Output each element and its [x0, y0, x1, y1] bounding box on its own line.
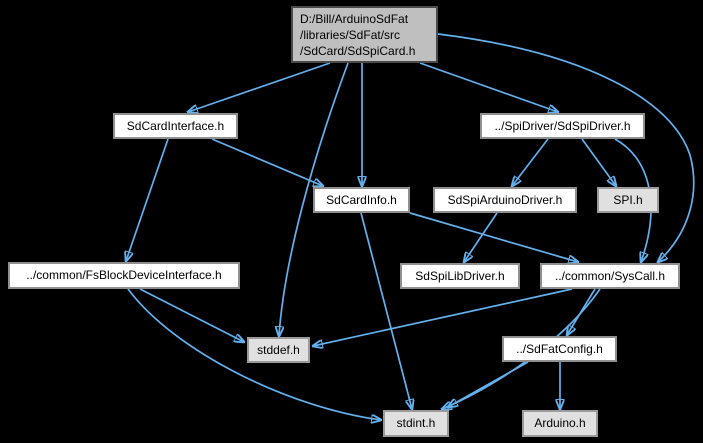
node-sdfatconfig-h[interactable]: ../SdFatConfig.h — [502, 336, 617, 362]
edge-fsblock-stdint — [127, 288, 381, 420]
node-sdcardinterface-h[interactable]: SdCardInterface.h — [113, 113, 238, 139]
edge-sdspiarduinodriver-sdspilib — [464, 212, 498, 262]
edge-fsblock-stddef — [139, 288, 244, 342]
edge-sdcardinterface-fsblock — [126, 138, 169, 261]
edge-root-syscall — [437, 33, 695, 262]
edge-root-stddef — [279, 62, 349, 336]
node-spi-h: SPI.h — [597, 187, 659, 213]
edge-sdcardinfo-stdint — [360, 212, 412, 409]
node-sdspiarduinodriver-h[interactable]: SdSpiArduinoDriver.h — [433, 187, 577, 213]
edge-root-sdspidriver — [419, 62, 558, 112]
edge-sdcardinterface-sdcardinfo — [211, 138, 323, 186]
node-sdspicard-h: D:/Bill/ArduinoSdFat /libraries/SdFat/sr… — [291, 6, 438, 63]
edge-sdfatconfig-stdint — [448, 361, 529, 407]
node-arduino-h: Arduino.h — [522, 410, 598, 437]
node-sdcardinfo-h[interactable]: SdCardInfo.h — [313, 187, 410, 213]
node-stddef-h: stddef.h — [247, 337, 310, 363]
edge-syscall-sdfatconfig — [567, 288, 596, 335]
edge-root-sdcardinterface — [188, 62, 331, 112]
edge-sdcardinfo-syscall — [409, 212, 578, 262]
node-stdint-h: stdint.h — [383, 410, 449, 437]
edge-sdspidriver-sdspiarduinodriver — [512, 138, 549, 186]
edge-sdspidriver-spi — [581, 138, 616, 186]
node-fsblockdeviceinterface-h[interactable]: ../common/FsBlockDeviceInterface.h — [8, 262, 240, 289]
node-syscall-h[interactable]: ../common/SysCall.h — [540, 263, 680, 289]
node-sdspilibdriver-h[interactable]: SdSpiLibDriver.h — [400, 263, 520, 289]
node-sdspidriver-h[interactable]: ../SpiDriver/SdSpiDriver.h — [480, 113, 645, 139]
edge-syscall-stddef — [313, 288, 573, 346]
